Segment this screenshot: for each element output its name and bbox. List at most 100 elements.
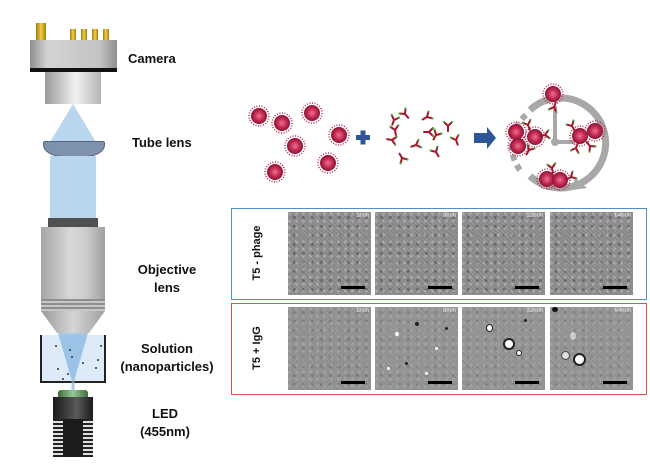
phage-particle xyxy=(301,102,323,124)
phage-particle xyxy=(328,124,350,146)
nanoparticle xyxy=(95,367,97,369)
scale-bar xyxy=(603,286,627,289)
frame-time: 64min xyxy=(614,308,631,314)
aggregate-spot xyxy=(395,332,399,336)
label-objective-line2: lens xyxy=(153,280,180,295)
led-heatsink-core xyxy=(63,419,83,457)
scale-bar xyxy=(515,381,539,384)
aggregate-spot xyxy=(415,322,419,326)
image-frame: 1min xyxy=(288,307,371,390)
label-led: LED (455nm) xyxy=(130,405,200,441)
light-beam-column xyxy=(50,156,96,218)
frame-time: 32min xyxy=(526,213,543,219)
antibody xyxy=(428,144,444,160)
label-tube-lens: Tube lens xyxy=(132,135,192,150)
scale-bar xyxy=(428,286,452,289)
image-frame: 64min xyxy=(550,212,633,295)
scale-bar xyxy=(341,381,365,384)
image-frame: 64min xyxy=(550,307,633,390)
objective-body xyxy=(41,227,105,299)
antibody xyxy=(408,137,424,153)
nanoparticle xyxy=(82,362,84,364)
label-solution-line1: Solution xyxy=(141,341,193,356)
antibody xyxy=(388,123,402,137)
camera-pin xyxy=(70,29,76,41)
frame-time: 8min xyxy=(442,213,456,219)
label-solution: Solution (nanoparticles) xyxy=(112,340,222,376)
row-label-t5-igg: T5 + IgG xyxy=(251,326,263,370)
label-solution-line2: (nanoparticles) xyxy=(120,359,214,374)
aggregate-spot xyxy=(552,307,558,312)
aggregate-spot xyxy=(487,325,492,331)
nanoparticle xyxy=(71,356,73,358)
aggregate-spot xyxy=(517,351,521,355)
phage-particle xyxy=(317,152,339,174)
led-housing xyxy=(53,397,93,419)
antibody xyxy=(423,126,435,138)
nanoparticle xyxy=(100,345,102,347)
reaction-schematic xyxy=(248,83,610,192)
led-emitter xyxy=(58,390,88,397)
tube-lens xyxy=(43,141,105,157)
aggregate-spot xyxy=(562,352,569,359)
antibody xyxy=(448,132,464,148)
aggregate-spot xyxy=(570,332,576,340)
panel-t5-igg: T5 + IgG 1min 8min 32min 64min xyxy=(231,303,647,395)
image-frame: 32min xyxy=(462,307,545,390)
image-frame: 8min xyxy=(375,212,458,295)
nanoparticle xyxy=(55,345,57,347)
aggregate-spot xyxy=(505,340,513,348)
nanoparticle xyxy=(62,378,64,380)
label-objective-line1: Objective xyxy=(137,262,197,277)
aggregate-spot xyxy=(524,319,527,322)
aggregate-spot xyxy=(405,362,408,365)
label-camera: Camera xyxy=(128,51,176,66)
frame-time: 8min xyxy=(442,308,456,314)
antibody xyxy=(394,150,410,166)
plus-icon xyxy=(356,130,370,145)
camera-lens-mount xyxy=(45,72,101,104)
camera-pin xyxy=(92,29,98,41)
row-label-t5-phage: T5 - phage xyxy=(251,225,263,281)
frame-time: 64min xyxy=(614,213,631,219)
nanoparticle xyxy=(97,359,99,361)
nanoparticle xyxy=(69,349,71,351)
aggregate-spot xyxy=(425,372,428,375)
light-beam-cone xyxy=(50,104,96,142)
aggregate-spot xyxy=(387,367,390,370)
frame-time: 1min xyxy=(355,213,369,219)
image-frame: 32min xyxy=(462,212,545,295)
label-led-line2: (455nm) xyxy=(140,424,190,439)
antibody xyxy=(396,105,414,123)
phage-particle xyxy=(264,161,286,183)
panel-t5-phage: T5 - phage 1min 8min 32min 64min xyxy=(231,208,647,300)
label-objective-lens: Objective lens xyxy=(122,261,212,297)
frame-time: 1min xyxy=(355,308,369,314)
antibody xyxy=(419,109,435,125)
phage-particle xyxy=(271,112,293,134)
scale-bar xyxy=(341,286,365,289)
phage-particle xyxy=(284,135,306,157)
objective-rings xyxy=(41,299,105,311)
aggregate-spot xyxy=(445,327,448,330)
camera-pin xyxy=(81,29,87,41)
camera-body xyxy=(30,40,117,68)
scale-bar xyxy=(603,381,627,384)
nanoparticle xyxy=(67,373,69,375)
camera-base-strip xyxy=(30,68,117,72)
aggregate-spot xyxy=(575,355,584,364)
nanoparticle xyxy=(57,368,59,370)
aggregate-spot xyxy=(435,347,438,350)
image-frame: 8min xyxy=(375,307,458,390)
objective-tip xyxy=(41,311,105,333)
label-led-line1: LED xyxy=(152,406,178,421)
scale-bar xyxy=(515,286,539,289)
antibody xyxy=(385,133,399,147)
arrow-right-icon xyxy=(474,127,496,149)
objective-collar xyxy=(48,218,98,227)
camera-pin xyxy=(36,23,46,41)
scale-bar xyxy=(428,381,452,384)
camera-pin xyxy=(103,29,109,41)
phage-aggregate xyxy=(505,117,552,158)
antibody xyxy=(442,120,454,132)
